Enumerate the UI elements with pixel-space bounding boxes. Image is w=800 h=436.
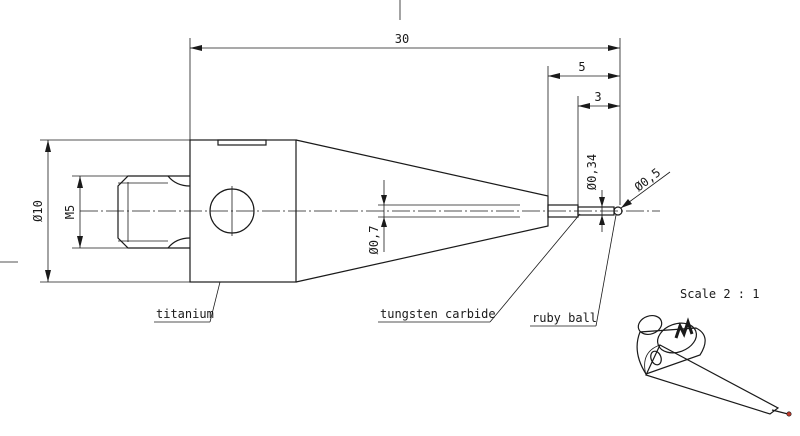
dimensions: 30 5 3 Ø10 M5 Ø0,7 Ø <box>31 32 671 283</box>
undercut-top <box>167 175 191 187</box>
arrow <box>190 45 202 51</box>
arrow <box>77 236 83 248</box>
leader-titanium <box>209 281 221 323</box>
iso-cone-base <box>644 344 661 376</box>
dim-text-m5: M5 <box>63 205 77 219</box>
undercut-bottom <box>167 237 191 249</box>
arrow <box>578 103 590 109</box>
iso-cone <box>645 344 780 415</box>
leader-tungsten-carbide <box>489 213 581 323</box>
stylus-side-view <box>80 139 660 283</box>
wrench-flat <box>217 139 267 146</box>
arrow <box>381 217 387 227</box>
ruby-ball <box>613 206 623 216</box>
arrow <box>608 73 620 79</box>
arrow <box>608 45 620 51</box>
arrow <box>45 140 51 152</box>
iso-ruby-ball <box>786 411 792 417</box>
arrow <box>45 270 51 282</box>
label-titanium: titanium <box>156 307 214 321</box>
arrow <box>548 73 560 79</box>
dim-text-dia07: Ø0,7 <box>367 226 381 255</box>
arrow <box>381 195 387 205</box>
label-ruby-ball: ruby ball <box>532 311 597 325</box>
arrow <box>608 103 620 109</box>
iso-thread <box>637 314 663 336</box>
arrow <box>621 199 632 208</box>
iso-stem <box>771 409 789 415</box>
arrow <box>77 176 83 188</box>
dim-text-30: 30 <box>395 32 409 46</box>
label-tungsten-carbide: tungsten carbide <box>380 307 496 321</box>
dim-text-3: 3 <box>594 90 601 104</box>
iso-body-top <box>657 322 697 354</box>
iso-body <box>636 327 706 375</box>
dim-text-5: 5 <box>578 60 585 74</box>
isometric-view <box>636 314 792 417</box>
arrow <box>599 215 605 225</box>
material-labels: titanium tungsten carbide ruby ball <box>154 213 617 327</box>
iso-cross-hole <box>650 350 662 366</box>
iso-m-marking <box>674 317 694 339</box>
dim-text-dia05: Ø0,5 <box>632 165 663 194</box>
dim-text-dia10: Ø10 <box>31 200 45 222</box>
arrow <box>599 197 605 207</box>
leader-ruby-ball <box>595 214 617 327</box>
scale-note: Scale 2 : 1 <box>680 287 759 301</box>
dim-text-dia034: Ø0,34 <box>585 154 599 190</box>
thread-shank <box>117 175 190 249</box>
